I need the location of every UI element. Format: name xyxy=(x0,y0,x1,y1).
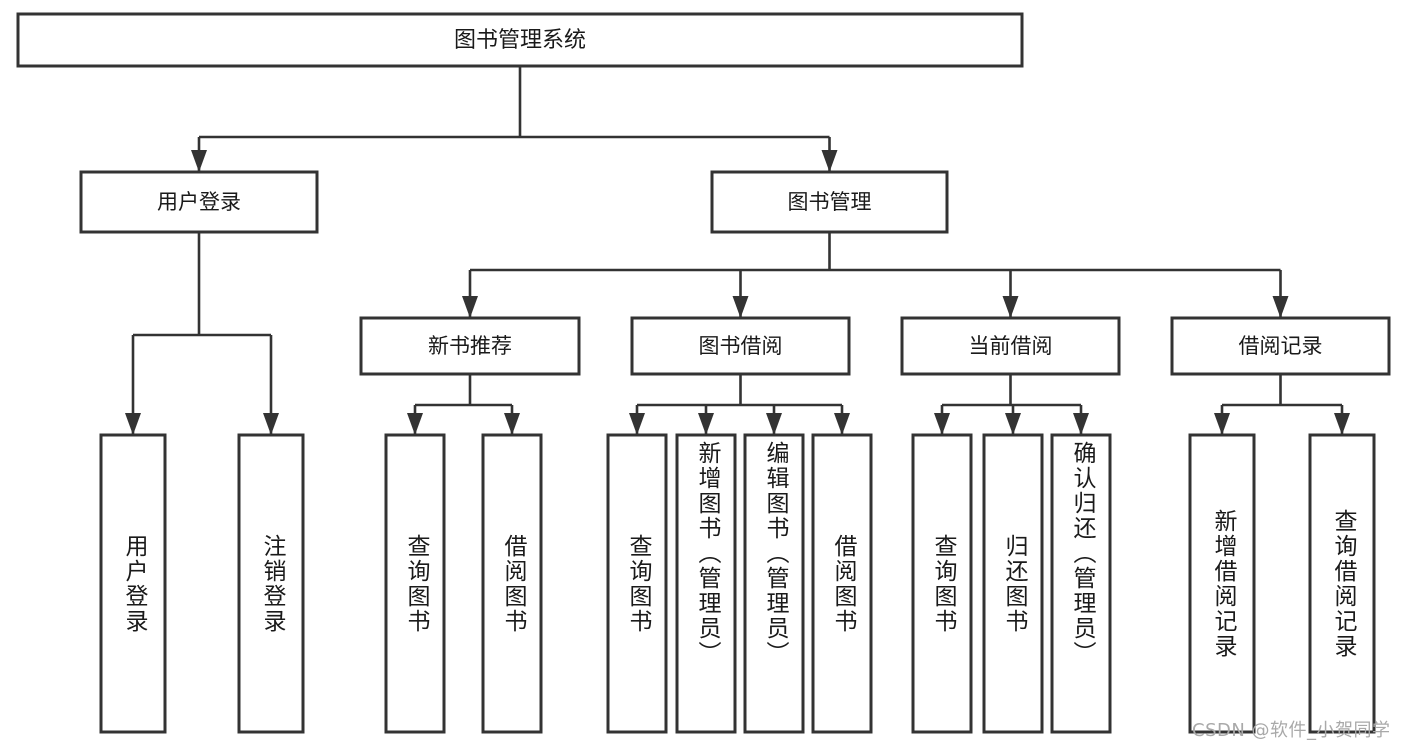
node-label-book-borrow: 图书借阅 xyxy=(699,334,783,358)
node-box-leaf-return-book[interactable] xyxy=(982,433,1044,734)
node-label-borrow-record: 借阅记录 xyxy=(1239,334,1323,358)
arrow-head-icon xyxy=(407,413,423,435)
node-box-leaf-edit-book[interactable] xyxy=(743,433,805,734)
node-box-leaf-borrow-book-new[interactable] xyxy=(481,433,543,734)
arrow-head-icon xyxy=(1334,413,1350,435)
node-label-root: 图书管理系统 xyxy=(454,28,586,53)
arrow-head-icon xyxy=(821,150,838,172)
node-label-user-login: 用户登录 xyxy=(157,190,241,214)
node-box-leaf-user-login[interactable] xyxy=(99,433,167,734)
node-box-book-borrow[interactable] xyxy=(630,316,851,376)
node-box-leaf-confirm-return[interactable] xyxy=(1050,433,1112,734)
node-box-leaf-query-book-new[interactable] xyxy=(384,433,446,734)
node-box-borrow-record[interactable] xyxy=(1170,316,1391,376)
node-box-leaf-add-book[interactable] xyxy=(675,433,737,734)
arrow-head-icon xyxy=(1002,296,1019,318)
arrow-head-icon xyxy=(462,296,478,318)
arrow-head-icon xyxy=(732,296,749,318)
node-box-leaf-query-book-borrow[interactable] xyxy=(606,433,668,734)
node-box-new-book-recommend[interactable] xyxy=(359,316,581,376)
node-box-book-manage[interactable] xyxy=(710,170,949,234)
node-box-leaf-add-record[interactable] xyxy=(1188,433,1256,734)
arrow-head-icon xyxy=(1272,296,1289,318)
node-box-leaf-query-book-current[interactable] xyxy=(911,433,973,734)
arrow-head-icon xyxy=(1005,413,1021,435)
arrow-head-icon xyxy=(766,413,782,435)
connectors-layer xyxy=(125,66,1350,435)
node-box-root[interactable] xyxy=(16,12,1024,68)
watermark-text: CSDN @软件_小贺同学 xyxy=(1192,720,1391,741)
arrow-head-icon xyxy=(834,413,850,435)
arrow-head-icon xyxy=(263,413,279,435)
node-box-leaf-query-record[interactable] xyxy=(1308,433,1376,734)
arrow-head-icon xyxy=(629,413,645,435)
arrow-head-icon xyxy=(1073,413,1089,435)
node-box-user-login[interactable] xyxy=(79,170,319,234)
arrow-head-icon xyxy=(698,413,714,435)
node-label-current-borrow: 当前借阅 xyxy=(969,334,1053,358)
arrow-head-icon xyxy=(504,413,520,435)
arrow-head-icon xyxy=(934,413,950,435)
node-box-leaf-borrow-book[interactable] xyxy=(811,433,873,734)
node-box-current-borrow[interactable] xyxy=(900,316,1121,376)
node-label-book-manage: 图书管理 xyxy=(788,190,872,214)
arrow-head-icon xyxy=(1214,413,1230,435)
node-label-new-book-recommend: 新书推荐 xyxy=(428,334,512,358)
arrow-head-icon xyxy=(191,150,207,172)
node-box-leaf-logout[interactable] xyxy=(237,433,305,734)
arrow-head-icon xyxy=(125,413,141,435)
boxes-layer xyxy=(16,12,1391,734)
